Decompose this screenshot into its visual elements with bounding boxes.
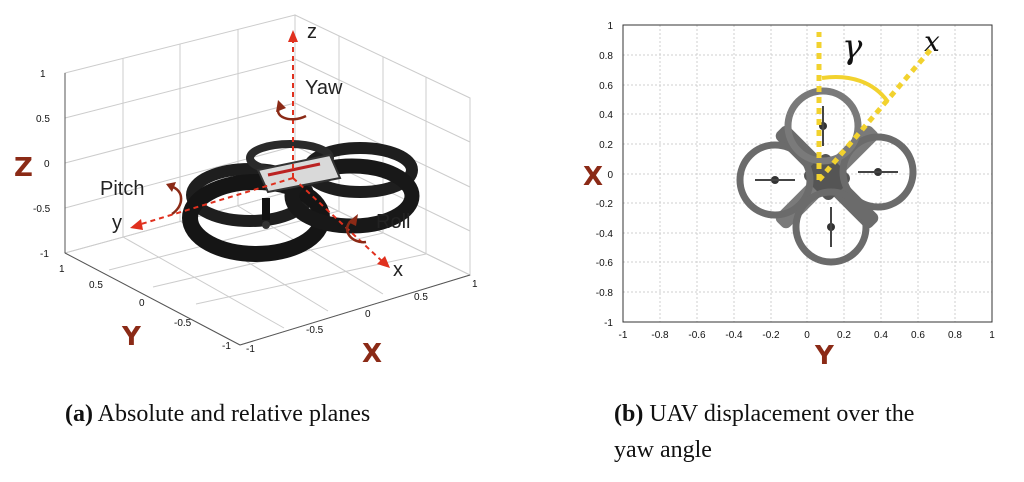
b-xtick-neg0.8: -0.8 xyxy=(651,330,669,341)
rotation-arrowheads xyxy=(166,100,358,226)
caption-b-text-line2: yaw angle xyxy=(614,437,712,463)
panel-b-2d-plot: 1 0.8 0.6 0.4 0.2 0 -0.2 -0.4 -0.6 -0.8 … xyxy=(583,21,995,371)
b-ytick-1: 1 xyxy=(607,21,613,32)
panel-b-frame xyxy=(622,24,993,323)
drone-illustration xyxy=(182,140,420,262)
b-xtick-neg0.4: -0.4 xyxy=(725,330,743,341)
b-ytick-neg0.4: -0.4 xyxy=(596,229,614,240)
y-tick-0: 0 xyxy=(139,298,145,309)
z-tick-0.5: 0.5 xyxy=(36,114,50,125)
x-tick-0: 0 xyxy=(365,309,371,320)
x-tick-neg1: -1 xyxy=(246,344,255,355)
b-xtick-0.6: 0.6 xyxy=(911,330,925,341)
panel-b-left-ticks: 1 0.8 0.6 0.4 0.2 0 -0.2 -0.4 -0.6 -0.8 … xyxy=(596,21,614,329)
b-xtick-0.2: 0.2 xyxy=(837,330,851,341)
caption-b-prefix: (b) xyxy=(614,401,644,427)
drone-top-view xyxy=(736,87,917,266)
caption-b-text-line1: UAV displacement over the xyxy=(649,401,915,427)
b-xtick-neg0.6: -0.6 xyxy=(688,330,706,341)
body-axes-arrowheads xyxy=(130,30,390,268)
y-tick-1: 1 xyxy=(59,264,65,275)
b-axis-label-X: X xyxy=(583,162,603,192)
b-ytick-neg0.8: -0.8 xyxy=(596,288,614,299)
caption-a: (a) Absolute and relative planes xyxy=(65,396,370,432)
x-tick-neg0.5: -0.5 xyxy=(306,325,324,336)
yaw-angle-arc xyxy=(821,75,890,104)
z-tick-neg0.5: -0.5 xyxy=(33,204,51,215)
z-tick-0: 0 xyxy=(44,159,50,170)
y-tick-neg0.5: -0.5 xyxy=(174,318,192,329)
b-axis-label-Y: Y xyxy=(814,341,835,371)
b-ytick-neg0.6: -0.6 xyxy=(596,258,614,269)
b-ytick-0: 0 xyxy=(607,170,613,181)
b-xtick-neg1: -1 xyxy=(619,330,628,341)
caption-b: (b) UAV displacement over the yaw angle xyxy=(614,396,1014,468)
b-xtick-1: 1 xyxy=(989,330,995,341)
label-y: y xyxy=(112,212,122,234)
x-tick-1: 1 xyxy=(472,279,478,290)
b-xtick-0.4: 0.4 xyxy=(874,330,888,341)
x-tick-0.5: 0.5 xyxy=(414,292,428,303)
b-ytick-neg0.2: -0.2 xyxy=(596,199,614,210)
panel-b-bottom-ticks: -1 -0.8 -0.6 -0.4 -0.2 0 0.2 0.4 0.6 0.8… xyxy=(619,330,996,341)
panel-a-3d-plot: 1 0.5 0 -0.5 -1 1 0.5 0 -0.5 -1 -1 -0.5 … xyxy=(14,14,478,369)
z-tick-1: 1 xyxy=(40,69,46,80)
b-xtick-neg0.2: -0.2 xyxy=(762,330,780,341)
b-xtick-0: 0 xyxy=(804,330,810,341)
axis-label-Y: Y xyxy=(121,322,142,352)
label-roll: Roll xyxy=(376,211,410,233)
z-tick-neg1: -1 xyxy=(40,249,49,260)
label-z: z xyxy=(307,21,317,43)
label-yaw: Yaw xyxy=(305,77,343,99)
b-xtick-0.8: 0.8 xyxy=(948,330,962,341)
caption-a-text: Absolute and relative planes xyxy=(97,401,371,427)
label-gamma: γ xyxy=(842,27,863,67)
axis-label-X: X xyxy=(362,339,382,369)
label-x: x xyxy=(393,259,403,281)
b-ytick-0.4: 0.4 xyxy=(599,110,613,121)
label-x-direction: x xyxy=(924,25,940,58)
panel-a-box-axes xyxy=(64,73,471,346)
body-axes xyxy=(137,40,384,263)
yaw-direction-lines xyxy=(816,32,934,182)
label-pitch: Pitch xyxy=(100,178,144,200)
caption-a-prefix: (a) xyxy=(65,401,93,427)
b-ytick-0.8: 0.8 xyxy=(599,51,613,62)
b-ytick-0.6: 0.6 xyxy=(599,81,613,92)
b-ytick-neg1: -1 xyxy=(604,318,613,329)
b-ytick-0.2: 0.2 xyxy=(599,140,613,151)
y-tick-neg1: -1 xyxy=(222,341,231,352)
y-tick-0.5: 0.5 xyxy=(89,280,103,291)
axis-label-Z: Z xyxy=(14,153,33,183)
